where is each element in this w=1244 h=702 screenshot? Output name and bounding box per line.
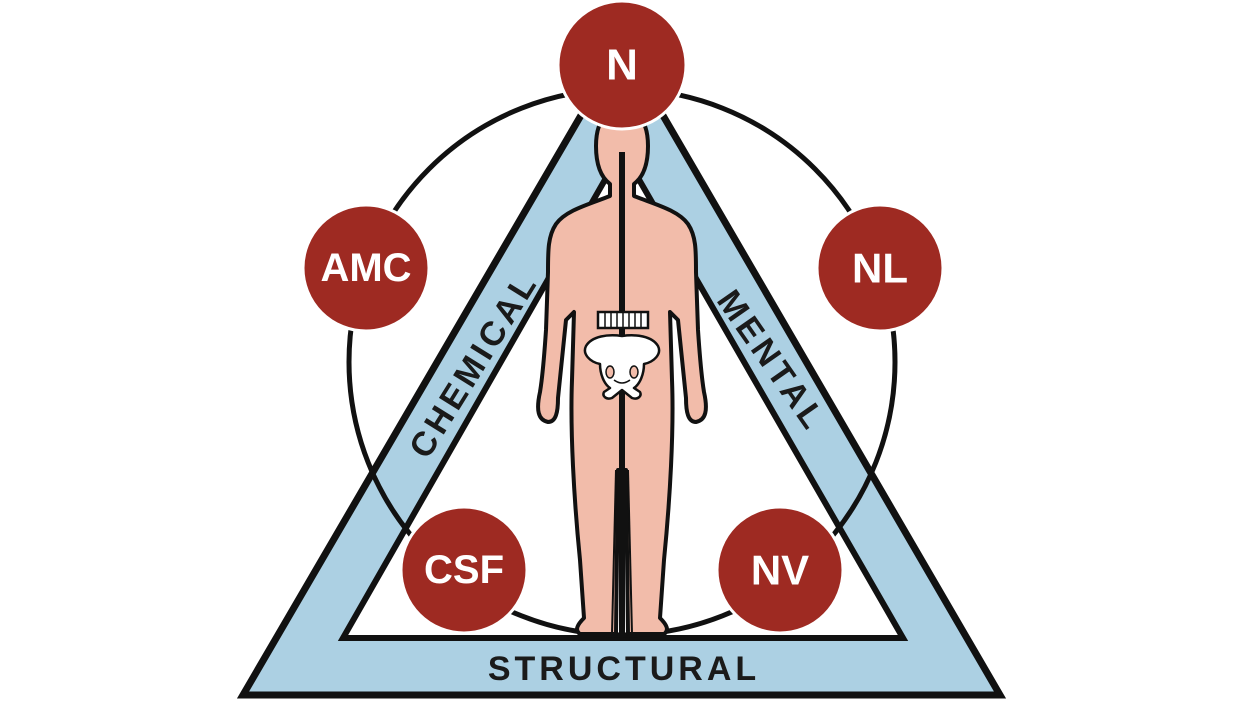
pelvis-icon [583,334,661,400]
side-label-structural: STRUCTURAL [488,650,760,688]
node-label-lower-left: CSF [424,548,504,592]
node-top: N [556,0,688,131]
node-label-top: N [606,41,638,90]
node-label-upper-left: AMC [320,246,411,290]
node-upper-left: AMC [301,203,431,333]
node-label-lower-right: NV [751,547,809,594]
node-label-upper-right: NL [852,245,908,292]
node-lower-right: NV [715,505,845,635]
node-lower-left: CSF [399,505,529,635]
vertebrae-icon [596,310,650,330]
node-upper-right: NL [815,203,945,333]
